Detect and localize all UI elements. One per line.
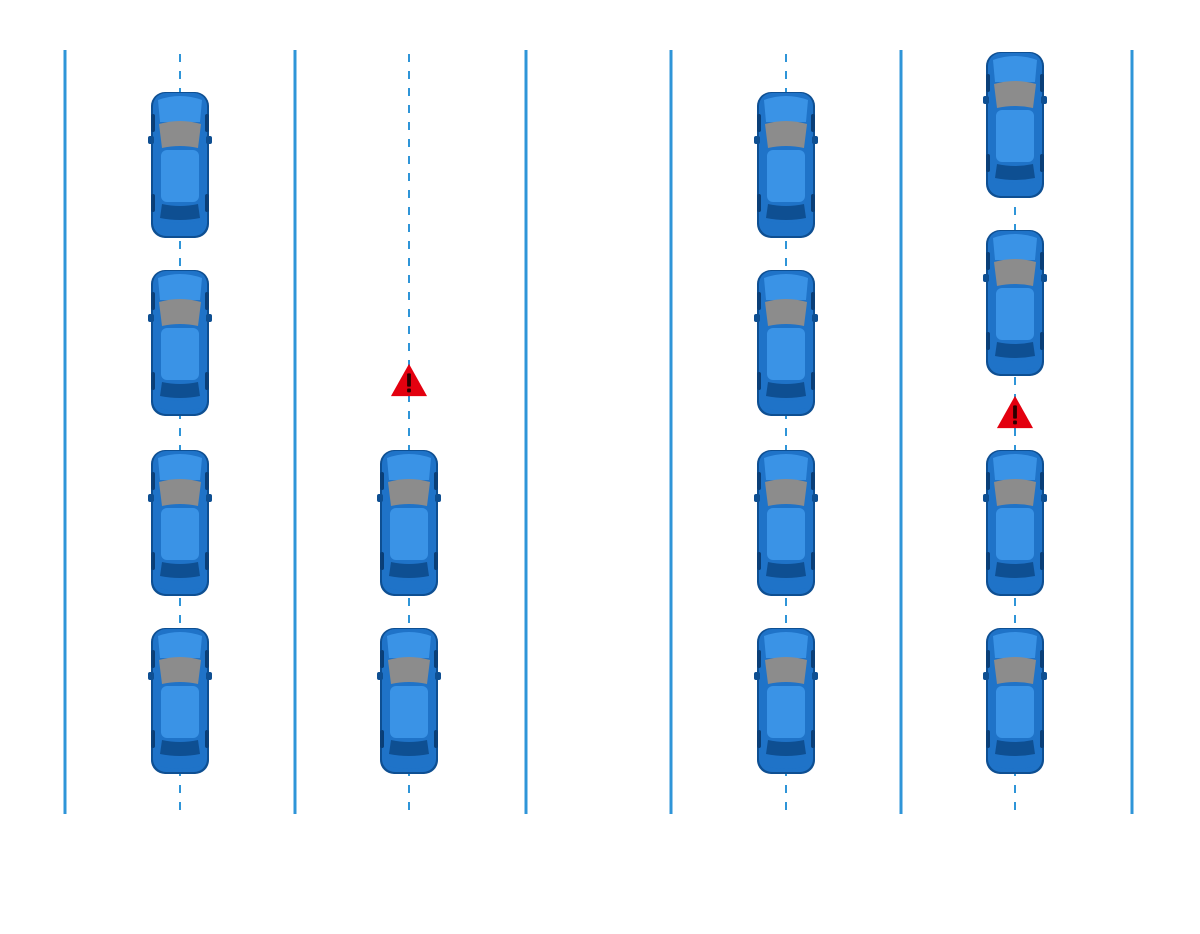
car-top-view-icon — [754, 92, 818, 238]
car-top-view-icon — [754, 270, 818, 416]
car-top-view-icon — [754, 450, 818, 596]
car-top-view-icon — [983, 230, 1047, 376]
car-top-view-icon — [377, 450, 441, 596]
car-top-view-icon — [754, 628, 818, 774]
car-top-view-icon — [983, 52, 1047, 198]
car-top-view-icon — [148, 270, 212, 416]
warnings-layer — [390, 363, 1034, 429]
cars-layer — [148, 52, 1047, 774]
car-top-view-icon — [377, 628, 441, 774]
warning-triangle-icon — [390, 363, 428, 397]
car-top-view-icon — [148, 628, 212, 774]
warning-triangle-icon — [996, 395, 1034, 429]
car-top-view-icon — [148, 92, 212, 238]
roads-layer — [63, 50, 1134, 814]
car-top-view-icon — [148, 450, 212, 596]
car-top-view-icon — [983, 628, 1047, 774]
car-top-view-icon — [983, 450, 1047, 596]
